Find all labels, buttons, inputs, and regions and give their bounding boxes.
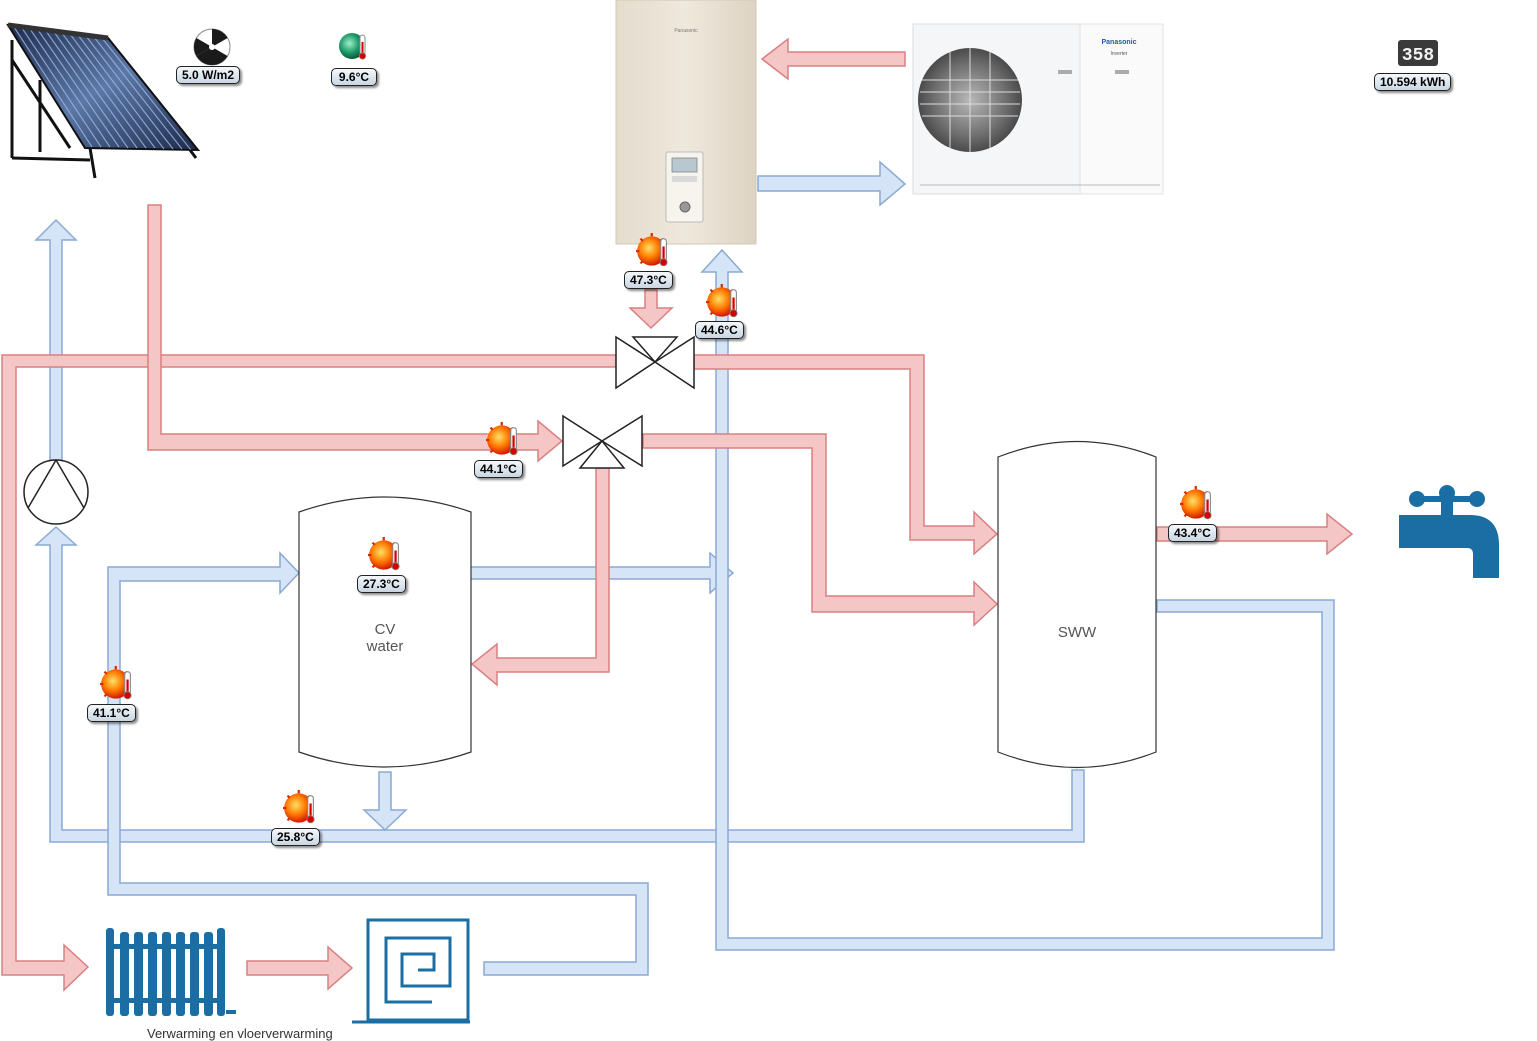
floor-heating-icon: [352, 918, 470, 1024]
thermometer-icon: [706, 284, 739, 318]
heat-pump-indoor-unit: Panasonic: [615, 0, 757, 245]
heating-caption: Verwarming en vloerverwarming: [147, 1026, 333, 1041]
solar-feed-temp-badge[interactable]: 44.1°C: [474, 460, 523, 478]
tap-hot-temp-badge[interactable]: 43.4°C: [1168, 524, 1217, 542]
hp-return-temp-badge[interactable]: 44.6°C: [695, 321, 744, 339]
hot-pipe-to-sww-mid: [642, 433, 999, 627]
heating-supply-temp-badge[interactable]: 41.1°C: [87, 704, 136, 722]
energy-counter: 358: [1402, 46, 1434, 66]
water-tap-icon: [1399, 485, 1499, 578]
outdoor-thermometer-icon: [338, 32, 367, 60]
hot-pipe-hp-supply: [628, 289, 674, 330]
sww-tank: [997, 440, 1157, 769]
cv-tank-label-line2: water: [366, 638, 404, 655]
cold-pipe-to-solar: [34, 218, 78, 461]
cv-water-tank: [298, 496, 472, 768]
hot-pipe-solar-feed: [147, 204, 564, 463]
cold-pipe-floor-return: [107, 551, 649, 976]
sww-tank-label: SWW: [1057, 624, 1097, 641]
cold-pipe-cv-outlet: [362, 771, 408, 832]
thermometer-icon: [283, 790, 316, 824]
three-way-valve-icon: [562, 414, 643, 469]
heat-pump-outdoor-unit: Panasonic Inverter: [912, 23, 1164, 195]
hot-pipe-from-outdoor: [760, 37, 906, 81]
radiator-icon: [106, 928, 236, 1016]
cv-tank-label-line1: CV: [374, 621, 396, 638]
hot-pipe-rad-to-floor: [246, 945, 354, 991]
outdoor-brand: Panasonic: [1101, 39, 1136, 46]
energy-badge[interactable]: 10.594 kWh: [1374, 73, 1452, 91]
valve-icon: [615, 335, 695, 390]
hot-pipe-to-sww-top: [693, 354, 999, 556]
energy-meter-icon: 358: [1398, 40, 1438, 66]
cold-pipe-return-main: [34, 525, 1085, 843]
solar-collector-icon: [6, 22, 201, 179]
thermometer-icon: [1180, 486, 1213, 520]
pump-icon: [23, 459, 89, 525]
hot-pipes: [1, 37, 1354, 992]
cold-pipe-hp-riser: [700, 248, 1335, 951]
cv-tank-temp-badge[interactable]: 27.3°C: [357, 575, 406, 593]
radiation-sensor-icon: [193, 28, 231, 66]
return-line-temp-badge[interactable]: 25.8°C: [271, 828, 320, 846]
hot-pipe-to-cv: [470, 467, 610, 687]
indoor-brand: Panasonic: [674, 28, 698, 34]
cv-tank-label: CV water: [335, 621, 435, 655]
outdoor-model: Inverter: [1111, 51, 1128, 57]
cold-pipe-to-outdoor: [757, 160, 907, 207]
thermometer-icon: [100, 666, 133, 700]
hot-pipe-main-left: [1, 354, 617, 992]
hp-supply-temp-badge[interactable]: 47.3°C: [624, 271, 673, 289]
outside-temp-badge[interactable]: 9.6°C: [331, 68, 377, 86]
solar-radiation-badge[interactable]: 5.0 W/m2: [176, 66, 241, 84]
